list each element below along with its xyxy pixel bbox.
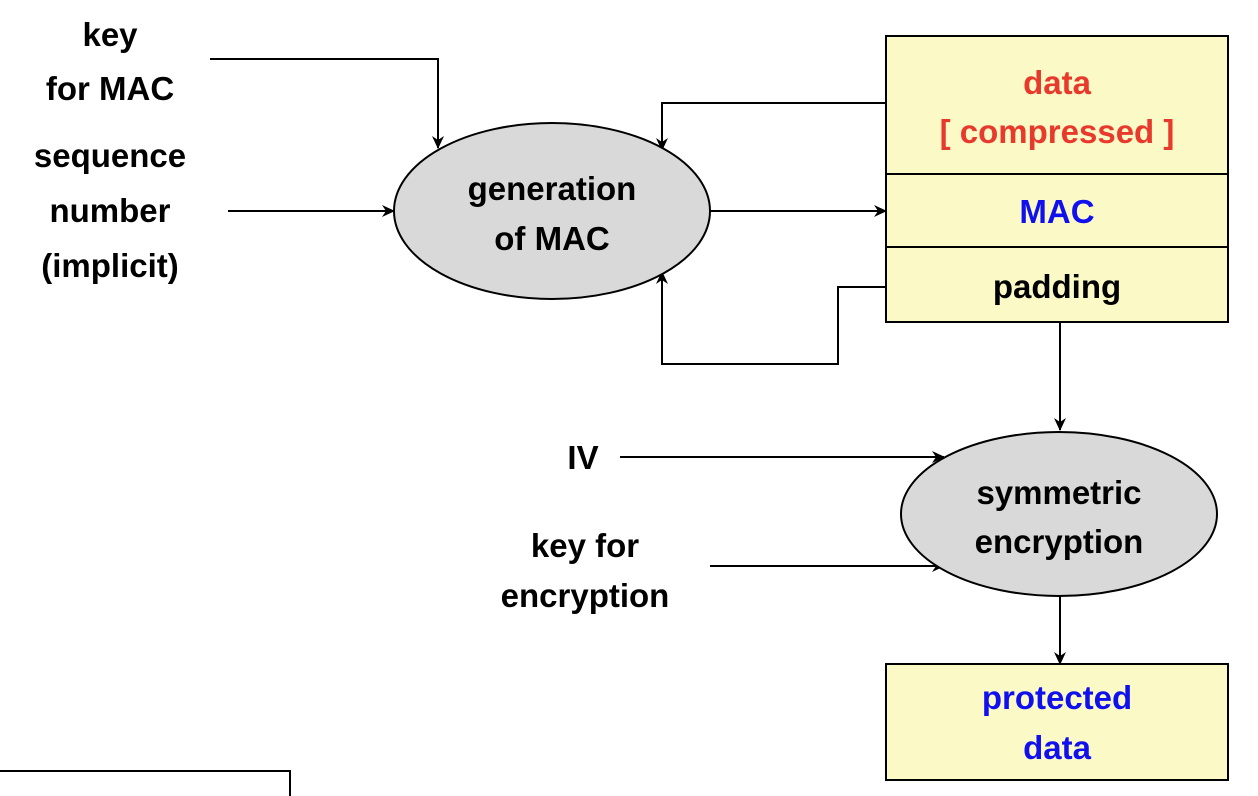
frame-fragment	[0, 770, 291, 796]
protected-data-box: protected data	[885, 663, 1229, 781]
record-padding-label: padding	[993, 268, 1121, 305]
record-box: data [ compressed ] MAC padding	[885, 35, 1229, 323]
record-data-label: data	[1023, 64, 1092, 101]
symmetric-encryption-node: symmetric encryption	[900, 431, 1218, 597]
iv-label: IV	[567, 439, 598, 476]
mac-generation-label-line1: generation	[468, 170, 637, 207]
key-for-encryption-label-line2: encryption	[501, 577, 670, 614]
sequence-number-label-line3: (implicit)	[41, 247, 179, 284]
key-for-mac-label-line2: for MAC	[46, 70, 174, 107]
mac-generation-node: generation of MAC	[393, 122, 711, 300]
protected-data-label-line2: data	[1023, 729, 1092, 766]
mac-generation-label-line2: of MAC	[494, 220, 609, 257]
key-for-encryption-label-line1: key for	[531, 527, 639, 564]
arrow-data-to-mac-generation	[656, 102, 886, 151]
arrow-padding-to-mac-generation	[656, 271, 886, 365]
record-data-compressed-label: [ compressed ]	[940, 113, 1175, 150]
sequence-number-label-line1: sequence	[34, 137, 186, 174]
symmetric-encryption-label-line1: symmetric	[976, 474, 1141, 511]
record-mac-label: MAC	[1019, 193, 1094, 230]
arrow-key-mac-to-mac-generation	[210, 58, 444, 149]
symmetric-encryption-label-line2: encryption	[975, 523, 1144, 560]
sequence-number-label-line2: number	[49, 192, 170, 229]
key-for-mac-label-line1: key	[82, 16, 138, 53]
protected-data-label-line1: protected	[982, 679, 1132, 716]
